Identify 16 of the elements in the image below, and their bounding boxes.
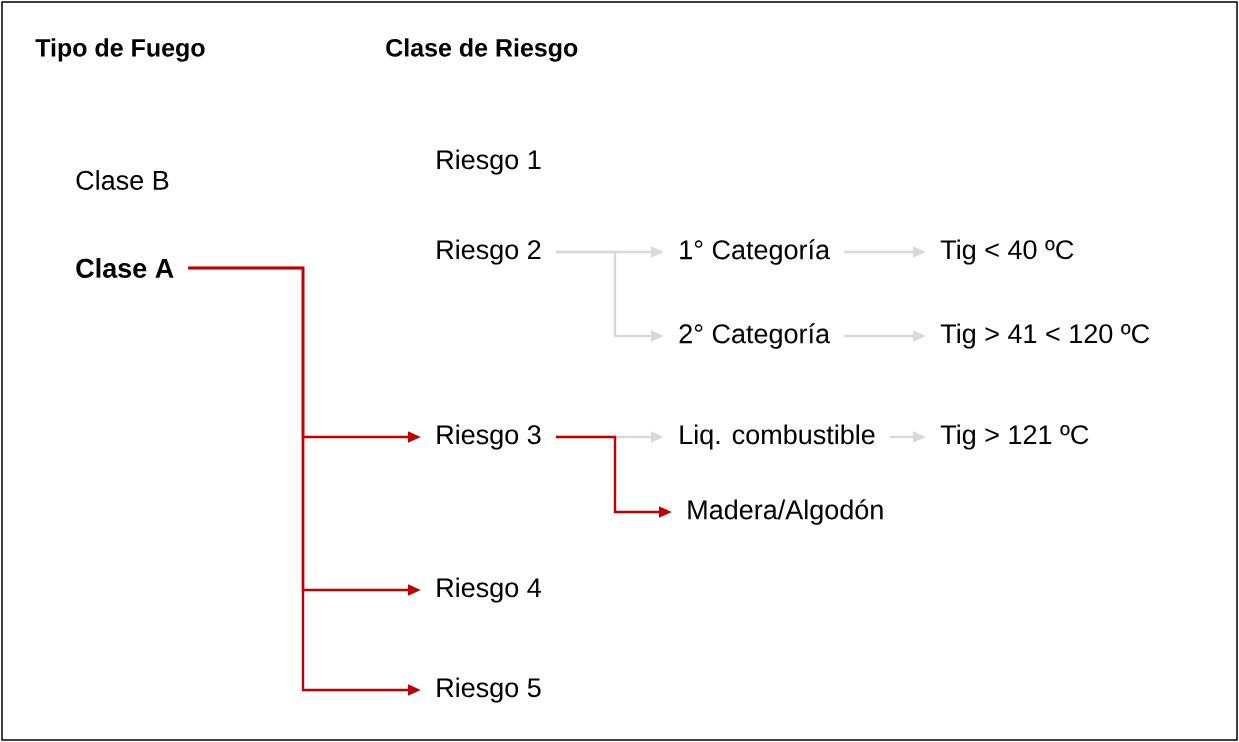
node-label: Madera/Algodón [688,499,883,525]
node-label: 2° Categoría [679,323,831,349]
column-heading: Clase de Riesgo [386,38,578,62]
node-label: Liq. combustible [680,424,875,450]
node-label: Clase A [76,258,174,278]
node-label: Riesgo 4 [437,577,541,603]
node-label: Clase B [76,170,169,190]
node-label: 1° Categoría [680,239,831,265]
node-label: Riesgo 2 [437,239,541,265]
node-label: Tig < 40 ºC [940,239,1074,265]
node-label: Riesgo 1 [437,149,541,175]
node-label: Riesgo 5 [437,677,541,703]
node-label: Riesgo 3 [437,424,541,450]
column-heading: Tipo de Fuego [35,38,205,62]
node-label: Tig > 121 ºC [940,424,1089,450]
node-label: Tig > 41 < 120 ºC [940,323,1150,349]
